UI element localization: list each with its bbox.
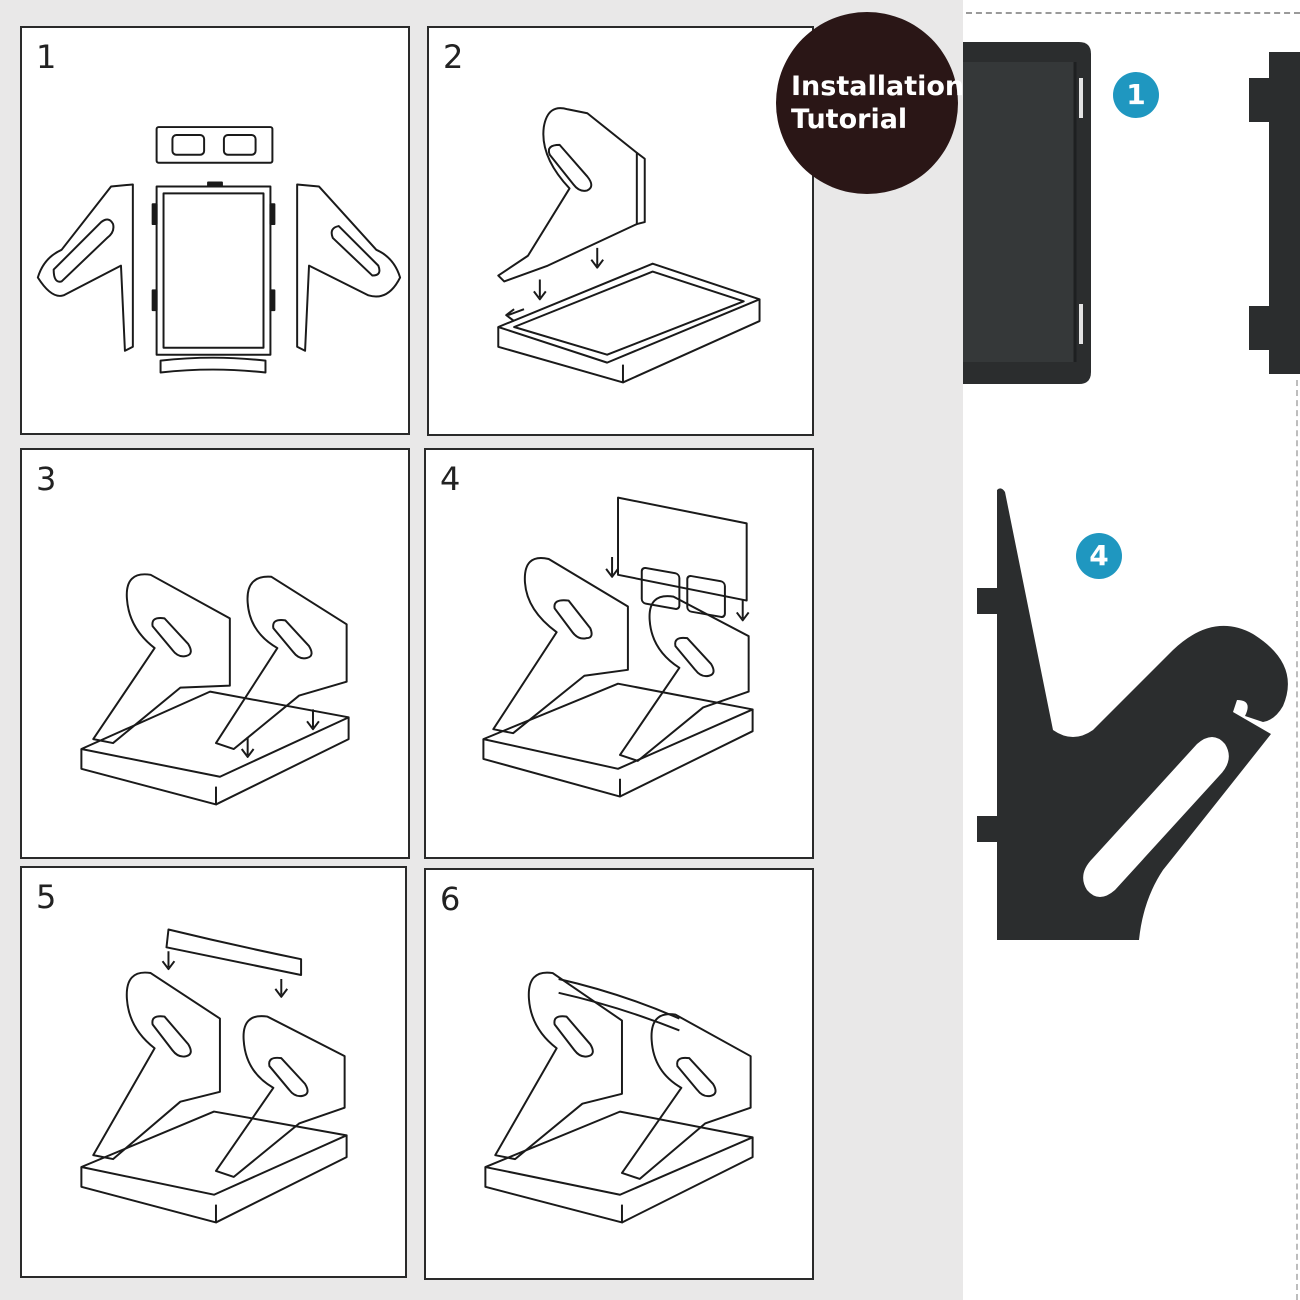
step-2-panel: 2 bbox=[427, 26, 814, 436]
side-rail-part bbox=[1249, 52, 1300, 374]
base-frame-part bbox=[963, 42, 1091, 384]
step-6-panel: 6 bbox=[424, 868, 814, 1280]
part-marker-4: 4 bbox=[1076, 533, 1122, 579]
step-number: 4 bbox=[440, 460, 461, 498]
badge-line-1: Installation bbox=[791, 71, 965, 102]
step-1-drawing bbox=[36, 126, 402, 374]
dashed-divider-top bbox=[966, 12, 1300, 14]
step-number: 6 bbox=[440, 880, 461, 918]
step-5-drawing bbox=[80, 928, 348, 1224]
step-2-drawing bbox=[497, 107, 761, 384]
installation-tutorial-badge: Installation Tutorial bbox=[776, 12, 965, 194]
side-panel-part bbox=[977, 488, 1288, 940]
part-marker-1: 1 bbox=[1113, 72, 1159, 118]
step-number: 3 bbox=[36, 460, 57, 498]
product-parts-photos bbox=[963, 42, 1300, 940]
step-number: 1 bbox=[36, 38, 57, 76]
step-6-drawing bbox=[484, 971, 754, 1224]
step-5-panel: 5 bbox=[20, 866, 407, 1278]
step-4-panel: 4 bbox=[424, 448, 814, 859]
badge-line-2: Tutorial bbox=[791, 104, 908, 135]
step-3-drawing bbox=[80, 573, 350, 806]
step-number: 2 bbox=[443, 38, 464, 76]
step-number: 5 bbox=[36, 878, 57, 916]
step-3-panel: 3 bbox=[20, 448, 410, 859]
dashed-divider-right bbox=[1296, 380, 1298, 1300]
step-1-panel: 1 bbox=[20, 26, 410, 435]
step-4-drawing bbox=[482, 496, 754, 798]
